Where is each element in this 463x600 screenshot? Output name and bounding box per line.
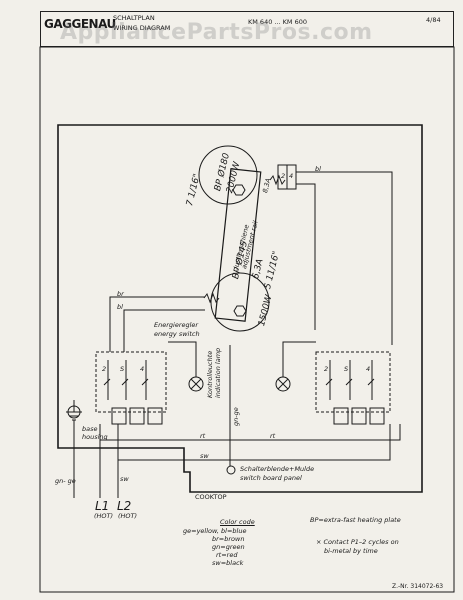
cooktop-outline bbox=[57, 124, 423, 493]
left-energy-switch bbox=[95, 351, 167, 413]
legend-row-0: ge=yellow, bl=blue bbox=[183, 527, 247, 535]
energy-regulator-de: Energieregler bbox=[154, 321, 199, 329]
bp-note: BP=extra-fast heating plate bbox=[310, 516, 401, 524]
drawing-number: Z.-Nr. 314072-63 bbox=[392, 583, 444, 590]
left-sw-terminal-4: 4 bbox=[140, 365, 145, 373]
right-sw-terminal-s: S bbox=[344, 365, 349, 373]
contact-note-2: bi-metal by time bbox=[324, 547, 378, 555]
base-label-de: base bbox=[82, 425, 98, 433]
legend-title: Color code bbox=[220, 518, 255, 526]
energy-regulator-en: energy switch bbox=[154, 330, 200, 338]
header-date: 4/84 bbox=[426, 16, 441, 24]
indicator-lamp-de: Kontrolleuchte bbox=[206, 350, 214, 398]
legend-row-2: gn=green bbox=[212, 543, 245, 551]
terminal-2: 2 bbox=[281, 172, 286, 180]
right-sw-terminal-2: 2 bbox=[324, 365, 329, 373]
l1-label: L1 bbox=[95, 499, 110, 513]
label-rt: rt bbox=[200, 432, 206, 440]
cooktop-label: COOKTOP bbox=[195, 493, 227, 501]
header-title-en: WIRING DIAGRAM bbox=[113, 24, 171, 32]
label-br: br bbox=[117, 290, 124, 298]
switch-panel-ground bbox=[226, 465, 236, 475]
left-sw-terminal-s: S bbox=[120, 365, 125, 373]
contact-note-1: × Contact P1–2 cycles on bbox=[316, 538, 399, 546]
wire-upper-2 bbox=[296, 183, 316, 330]
label-sw-lead: sw bbox=[120, 475, 129, 483]
left-sw-terminal-2: 2 bbox=[102, 365, 107, 373]
indicator-lamp-en: indication lamp bbox=[214, 347, 222, 398]
gn-ge-label: gn-ge bbox=[232, 407, 240, 426]
gn-ge-left: gn- ge bbox=[55, 477, 76, 485]
l1-sub: (HOT) bbox=[94, 512, 114, 520]
label-rt-right: rt bbox=[270, 432, 276, 440]
right-sw-terminal-4: 4 bbox=[366, 365, 371, 373]
label-bl-top: bl bbox=[315, 165, 321, 173]
wire-bl-left bbox=[123, 309, 205, 352]
wire-bl-upper bbox=[296, 171, 393, 345]
wire-rt bbox=[99, 424, 401, 441]
page-frame bbox=[39, 46, 455, 593]
legend-row-3: rt=red bbox=[216, 551, 238, 559]
switch-panel-de: Schalterblende+Mulde bbox=[240, 465, 315, 473]
watermark-text: AppliancePartsPros.com bbox=[60, 20, 373, 45]
right-energy-switch bbox=[315, 351, 391, 413]
lower-hex-nut bbox=[233, 305, 247, 317]
l2-label: L2 bbox=[117, 499, 132, 513]
terminal-4: 4 bbox=[289, 172, 294, 180]
lower-resistor bbox=[203, 292, 220, 304]
wire-sw bbox=[117, 424, 391, 461]
brand-logo: GAGGENAU bbox=[44, 17, 116, 31]
l2-sub: (HOT) bbox=[118, 512, 138, 520]
upper-hex-nut bbox=[232, 184, 246, 196]
lower-heating-plate bbox=[210, 272, 270, 332]
header-model: KM 640 ... KM 600 bbox=[248, 18, 308, 26]
header-title-de: SCHALTPLAN bbox=[113, 14, 155, 22]
label-bl-left: bl bbox=[117, 303, 123, 311]
legend-row-4: sw=black bbox=[212, 559, 244, 567]
switch-panel-en: switch board panel bbox=[240, 474, 302, 482]
upper-heating-plate bbox=[198, 145, 258, 205]
wire-br-left bbox=[109, 296, 205, 352]
legend-row-1: br=brown bbox=[212, 535, 245, 543]
base-label-en: housing bbox=[82, 433, 108, 441]
adjustment-rail bbox=[214, 168, 262, 322]
label-sw: sw bbox=[200, 452, 209, 460]
